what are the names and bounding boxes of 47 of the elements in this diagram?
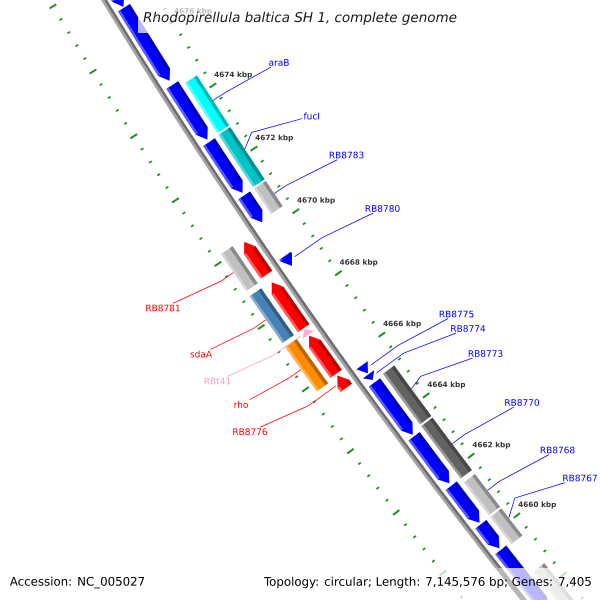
leader-line — [249, 369, 302, 400]
gene-feature — [244, 242, 272, 279]
gene-label: RB8776 — [233, 428, 268, 436]
leader-line — [244, 118, 303, 150]
leader-line — [370, 318, 448, 366]
gene-label: RB8775 — [440, 310, 474, 318]
leader-line — [508, 482, 566, 518]
leader-line — [274, 159, 338, 194]
gene-feature — [272, 282, 310, 332]
gene-feature — [475, 520, 500, 548]
gene-label: RB8767 — [563, 474, 597, 482]
leader-line — [212, 66, 272, 101]
gene-label: RB8770 — [505, 399, 540, 406]
footer-text: Accession: NC_005027 — [10, 576, 144, 588]
gene-feature — [408, 432, 450, 484]
gene-label: rho — [234, 401, 248, 408]
gene-label: RB8774 — [451, 325, 486, 332]
gene-feature — [464, 474, 500, 516]
gene-feature — [302, 329, 314, 339]
gene-feature — [309, 336, 342, 378]
gene-feature — [337, 375, 352, 392]
gene-label: RB8780 — [366, 205, 400, 212]
gene-label: RB8783 — [330, 152, 364, 158]
gene-label: RBt41 — [204, 378, 230, 384]
leader-line — [411, 358, 473, 390]
leader-line — [487, 454, 550, 491]
leader-line — [210, 319, 266, 350]
leader-line — [172, 272, 234, 304]
gene-feature — [111, 0, 124, 7]
footer-text: Topology: circular; Length: 7,145,576 bp; Genes: 7,405 — [264, 576, 591, 588]
gene-feature — [356, 361, 368, 374]
gene-label: sdaA — [190, 350, 212, 358]
leader-line — [294, 212, 374, 258]
leader-line — [452, 406, 514, 444]
gene-label: fucI — [304, 112, 320, 120]
leader-line — [226, 336, 301, 377]
gene-label: RB8781 — [146, 304, 180, 312]
gene-label: araB — [269, 59, 289, 66]
gene-feature — [368, 378, 413, 435]
leader-line — [376, 332, 456, 374]
gene-feature — [238, 192, 262, 222]
gene-label: RB8768 — [540, 446, 575, 454]
gene-label: RB8773 — [468, 350, 502, 357]
gene-feature — [279, 252, 292, 266]
leader-line — [260, 386, 336, 428]
gene-feature — [490, 508, 522, 544]
gene-feature — [362, 370, 374, 380]
